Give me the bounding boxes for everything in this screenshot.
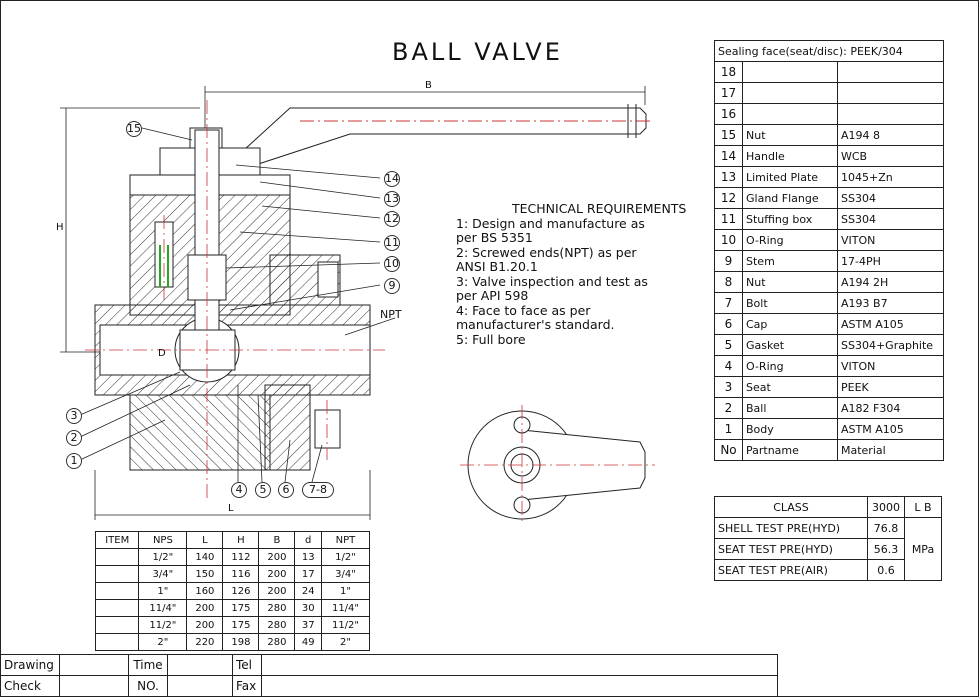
callout-5: 5 — [255, 482, 271, 498]
callout-3: 3 — [66, 408, 82, 424]
dim-b-label: B — [425, 80, 432, 91]
test-pressure-table: CLASS 3000 L B SHELL TEST PRE(HYD) 76.8 … — [714, 496, 942, 581]
technical-heading: TECHNICAL REQUIREMENTS — [512, 201, 687, 216]
callout-9: 9 — [384, 278, 400, 294]
table-header-row: ITEM NPS L H B d NPT — [94, 531, 371, 549]
technical-line: 3: Valve inspection and test as — [456, 273, 648, 289]
no-label: NO. — [128, 675, 168, 697]
callout-7-8: 7-8 — [302, 482, 334, 498]
callout-12: 12 — [384, 211, 400, 227]
technical-line: 1: Design and manufacture as — [456, 215, 645, 231]
handle — [220, 104, 650, 171]
drawing-label: Drawing — [0, 654, 60, 676]
table-row: 18 — [714, 61, 944, 83]
table-row: SHELL TEST PRE(HYD) 76.8 MPa — [714, 517, 942, 581]
class-unit: L B — [904, 496, 942, 518]
callout-11: 11 — [384, 235, 400, 251]
technical-line: manufacturer's standard. — [456, 317, 615, 332]
callout-15: 15 — [126, 121, 142, 137]
technical-requirements: TECHNICAL REQUIREMENTS 1: Design and man… — [456, 201, 687, 347]
callout-14: 14 — [384, 171, 400, 187]
callout-4: 4 — [231, 482, 247, 498]
parts-header: Sealing face(seat/disc): PEEK/304 — [714, 40, 944, 62]
dim-h-label: H — [56, 222, 64, 233]
dim-l-label: L — [228, 503, 234, 514]
check-label: Check — [0, 675, 60, 697]
callout-13: 13 — [384, 191, 400, 207]
technical-line: ANSI B1.20.1 — [456, 259, 538, 274]
class-label: CLASS — [714, 496, 868, 518]
table-row: 16 — [714, 103, 944, 125]
technical-line: 5: Full bore — [456, 331, 526, 347]
class-value: 3000 — [867, 496, 905, 518]
drawing-title: BALL VALVE — [392, 38, 563, 66]
time-label: Time — [128, 654, 168, 676]
title-block: Drawing Time Tel Check NO. Fax — [0, 654, 778, 697]
fax-label: Fax — [232, 675, 262, 697]
technical-line: per BS 5351 — [456, 230, 533, 245]
callout-6: 6 — [278, 482, 294, 498]
technical-line: 4: Face to face as per — [456, 302, 591, 318]
unit-label: MPa — [904, 517, 942, 581]
npt-label: NPT — [380, 308, 402, 321]
table-row: 17 — [714, 82, 944, 104]
dim-d-label: D — [158, 348, 166, 359]
parts-table: Sealing face(seat/disc): PEEK/304 18 17 … — [714, 40, 944, 461]
table-row: SEAT TEST PRE(AIR) 0.6 — [714, 559, 942, 581]
callout-10: 10 — [384, 256, 400, 272]
callout-1: 1 — [66, 453, 82, 469]
tel-label: Tel — [232, 654, 262, 676]
technical-line: 2: Screwed ends(NPT) as per — [456, 244, 637, 260]
callout-2: 2 — [66, 430, 82, 446]
technical-line: per API 598 — [456, 288, 529, 303]
